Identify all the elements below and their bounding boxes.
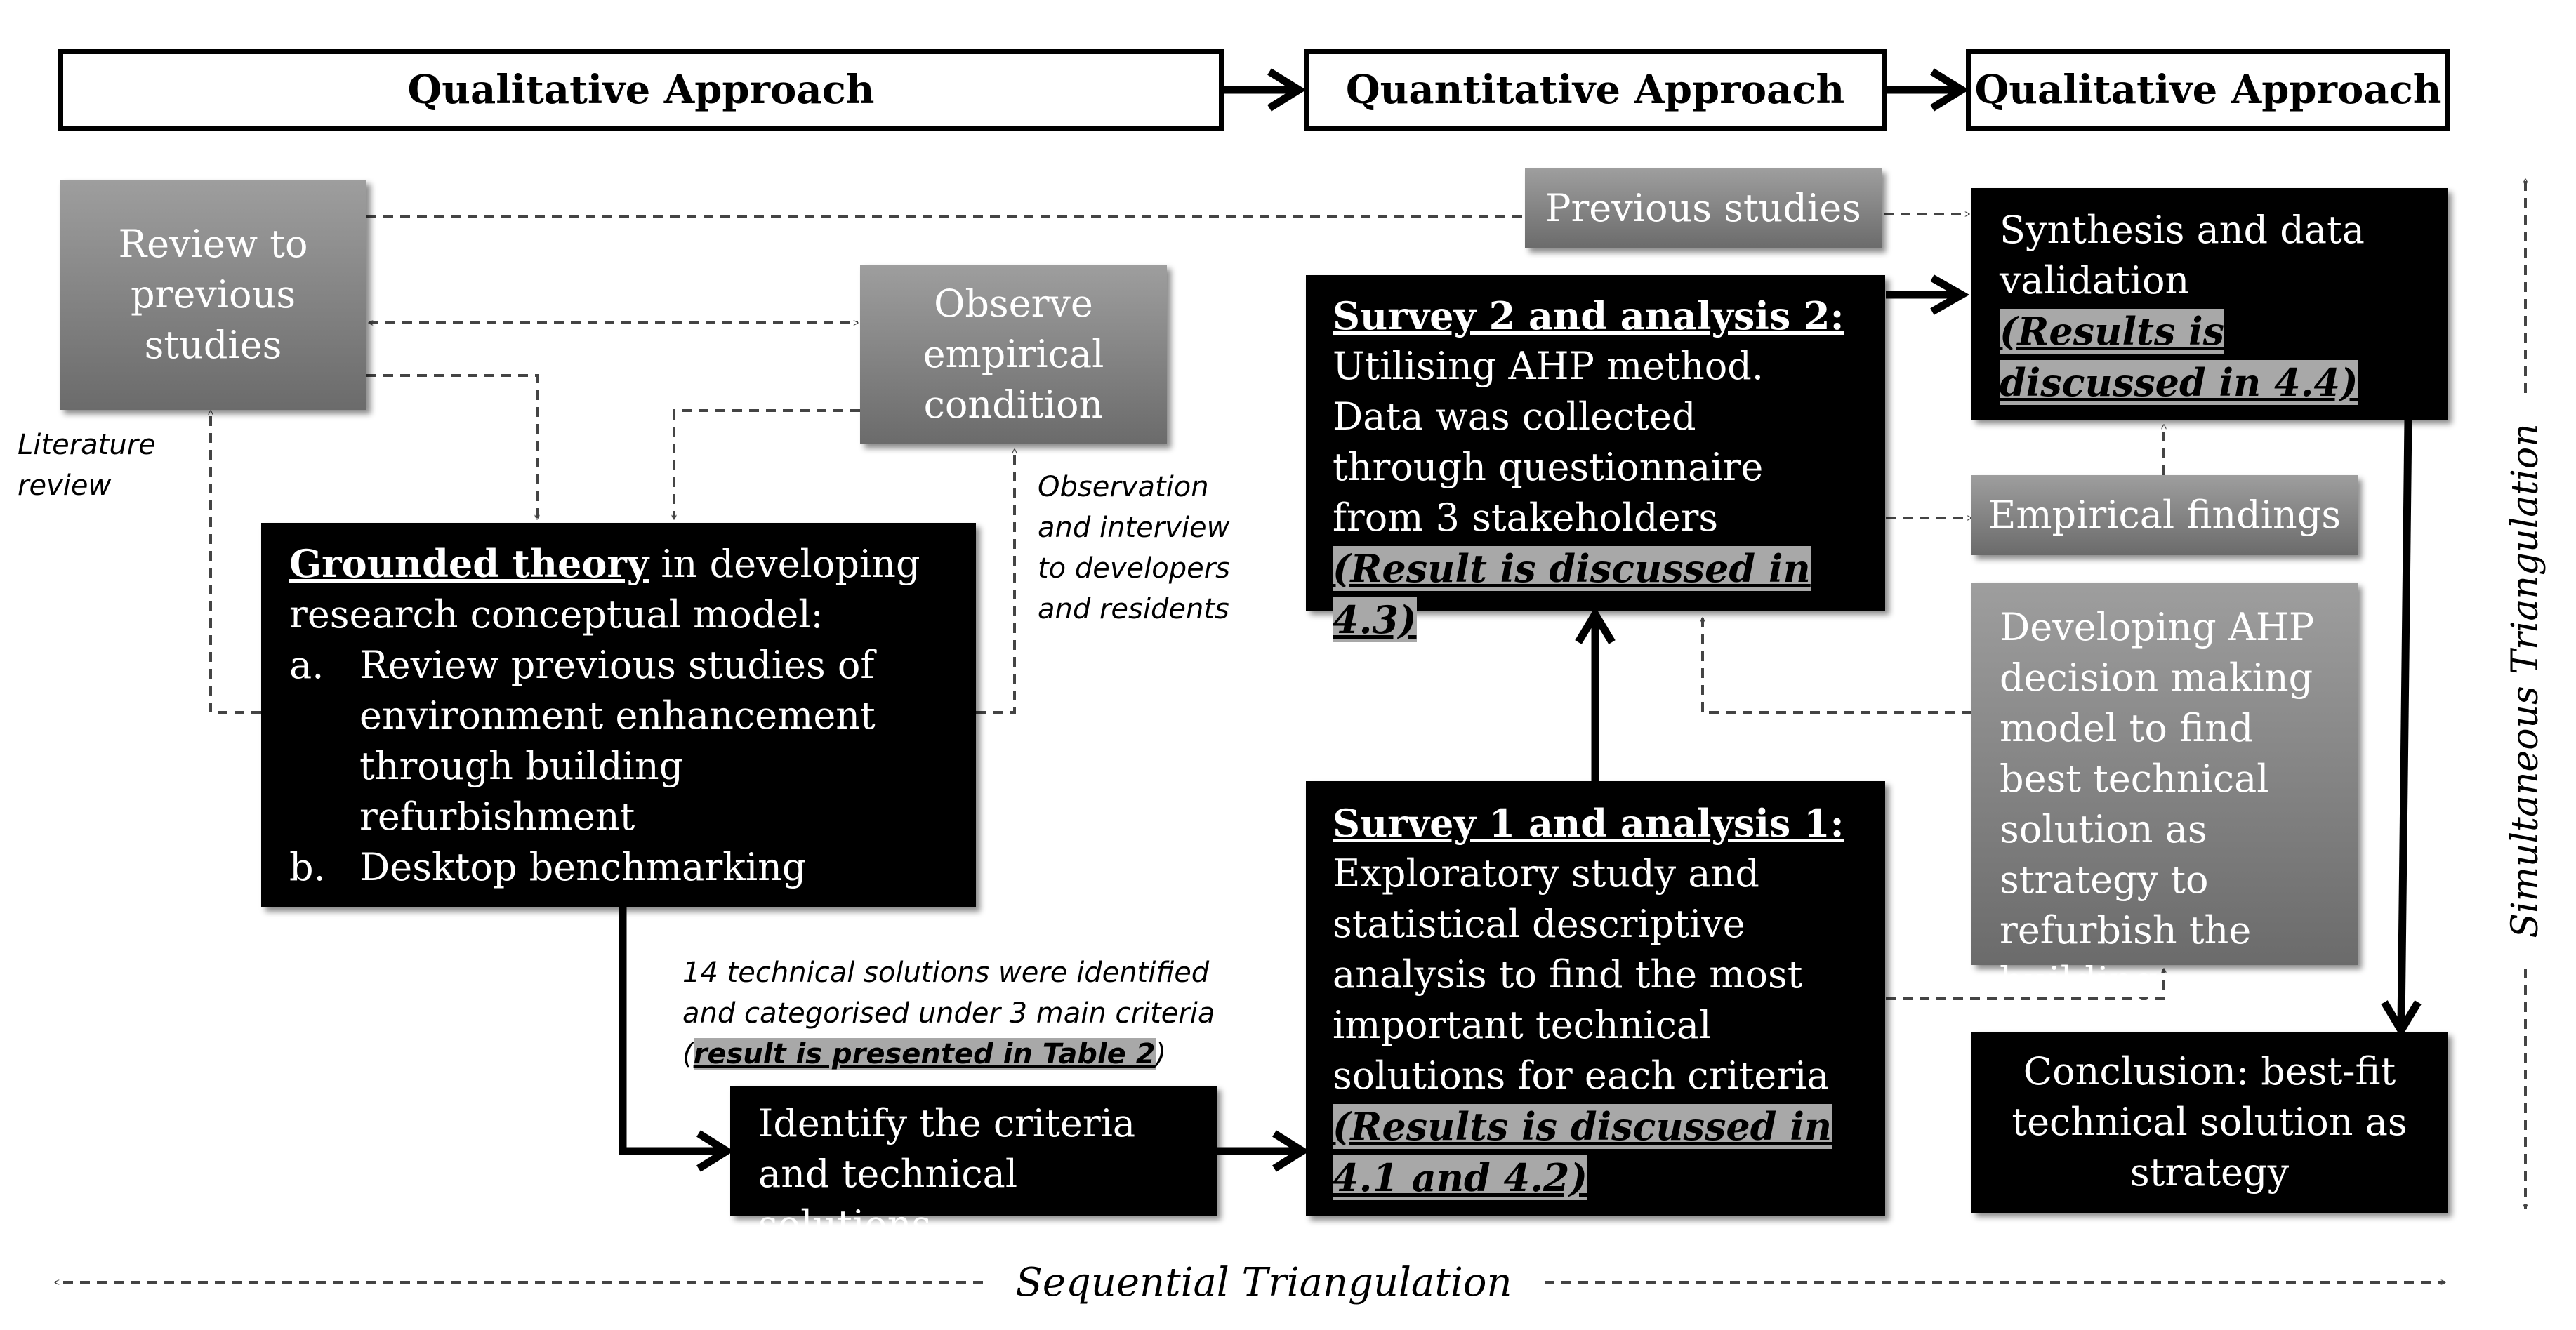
header-qualitative-1: Qualitative Approach: [58, 49, 1224, 131]
note-paren: (: [682, 1038, 694, 1070]
sequential-triangulation-label: Sequential Triangulation: [983, 1256, 1545, 1309]
header-label: Qualitative Approach: [407, 67, 875, 113]
survey1-box: Survey 1 and analysis 1: Exploratory stu…: [1306, 781, 1885, 1216]
box-title: Grounded theory: [289, 541, 649, 586]
axis-label: Simultaneous Triangulation: [2504, 423, 2547, 938]
box-intro: in developing research conceptual model:: [289, 542, 920, 637]
result-highlight: (Results is discussed in 4.1 and 4.2): [1333, 1104, 1832, 1200]
note-text: Literature review: [18, 429, 156, 502]
list-text: Review previous studies of environment e…: [359, 643, 876, 839]
ahp-to-survey2-dashed: [1703, 618, 1971, 714]
box-label: Developing AHP decision making model to …: [2000, 605, 2315, 1003]
empirical-findings-box: Empirical findings: [1971, 475, 2358, 555]
header-qualitative-2: Qualitative Approach: [1966, 49, 2450, 131]
header-quantitative: Quantitative Approach: [1304, 49, 1887, 131]
box-label: Empirical findings: [1988, 493, 2341, 537]
conclusion-box: Conclusion: best-fit technical solution …: [1971, 1032, 2448, 1213]
header-arrow-1-head: [1267, 68, 1307, 112]
synthesis-box: Synthesis and data validation (Results i…: [1971, 188, 2448, 420]
box-label: Previous studies: [1545, 186, 1861, 230]
grounded-theory-box: Grounded theory in developing research c…: [261, 523, 976, 907]
box-label: Identify the criteria and technical solu…: [758, 1101, 1136, 1246]
box-title: Survey 2 and analysis 2:: [1333, 293, 1844, 338]
literature-loop-dashed: [211, 411, 261, 714]
note-paren: ): [1155, 1038, 1167, 1070]
developing-ahp-box: Developing AHP decision making model to …: [1971, 583, 2358, 1003]
list-text: Desktop benchmarking: [359, 845, 807, 889]
box-body: Exploratory study and statistical descri…: [1333, 851, 1830, 1098]
box-label: Review to previous studies: [118, 222, 308, 367]
table-reference: result is presented in Table 2: [693, 1038, 1156, 1070]
note-text: Observation and interview to developers …: [1038, 471, 1231, 625]
review-previous-box: Review to previous studies: [60, 180, 366, 410]
survey2-box: Survey 2 and analysis 2: Utilising AHP m…: [1306, 275, 1885, 642]
result-highlight: (Results is discussed in 4.4): [2000, 309, 2358, 405]
observation-note: Observation and interview to developers …: [1038, 467, 1248, 630]
header-label: Quantitative Approach: [1345, 67, 1845, 113]
note-text: 14 technical solutions were identified a…: [682, 957, 1215, 1030]
simultaneous-triangulation-label: Simultaneous Triangulation: [2503, 421, 2548, 940]
previous-studies-box: Previous studies: [1525, 168, 1882, 248]
review-to-grounded-dashed: [366, 374, 537, 519]
header-label: Qualitative Approach: [1974, 67, 2442, 113]
box-label: Observe empirical condition: [923, 281, 1104, 427]
observe-empirical-box: Observe empirical condition: [860, 265, 1167, 444]
list-marker: a.: [289, 643, 324, 687]
box-body: Synthesis and data validation: [2000, 208, 2365, 302]
list-item: a. Review previous studies of environmen…: [289, 640, 948, 842]
identified-note: 14 technical solutions were identified a…: [682, 952, 1223, 1075]
header-arrow-2-head: [1930, 68, 1969, 112]
synthesis-to-conclusion-arrow: [2397, 419, 2412, 1027]
axis-label: Sequential Triangulation: [1015, 1260, 1512, 1305]
list-marker: b.: [289, 845, 326, 889]
box-title: Survey 1 and analysis 1:: [1333, 801, 1844, 846]
observation-loop-dashed: [976, 449, 1015, 714]
grounded-to-identify-arrow: [619, 907, 723, 1155]
identify-criteria-box: Identify the criteria and technical solu…: [730, 1086, 1217, 1246]
observe-to-grounded-dashed: [674, 409, 860, 519]
survey1-to-ahp-dashed: [1886, 969, 2164, 1000]
list-item: b. Desktop benchmarking: [289, 842, 948, 893]
result-highlight: (Result is discussed in 4.3): [1333, 546, 1811, 642]
box-label: Conclusion: best-fit technical solution …: [2012, 1049, 2407, 1195]
box-body: Utilising AHP method. Data was collected…: [1333, 344, 1764, 540]
literature-review-note: Literature review: [18, 425, 179, 506]
